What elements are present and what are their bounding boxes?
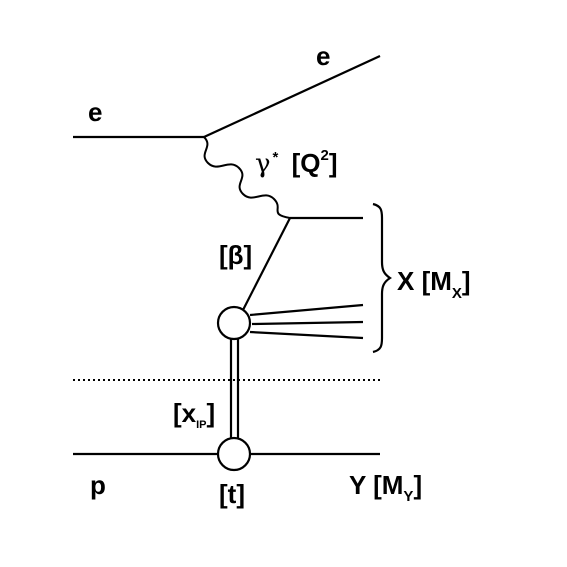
outgoing-electron-label: e [316, 41, 331, 71]
upper-vertex-blob [216, 305, 252, 341]
photon-label: γ* [Q2] [255, 147, 338, 179]
lower-vertex-blob [216, 436, 252, 472]
incoming-electron-label: e [88, 97, 103, 127]
beta-quark-line [242, 217, 291, 311]
outgoing-electron-line [203, 55, 381, 138]
xpom-label: [xIP] [173, 398, 216, 431]
proton-label: p [90, 470, 106, 500]
x-system-line-2 [251, 320, 364, 326]
y-system-label: Y [MY] [349, 470, 423, 505]
x-system-line-3 [249, 330, 364, 340]
x-system-line-1 [249, 303, 364, 317]
virtual-photon-line [203, 136, 291, 219]
x-system-label: X [MX] [397, 266, 471, 302]
beta-label: [β] [219, 240, 253, 270]
t-label: [t] [219, 479, 245, 509]
x-system-brace [372, 202, 392, 354]
